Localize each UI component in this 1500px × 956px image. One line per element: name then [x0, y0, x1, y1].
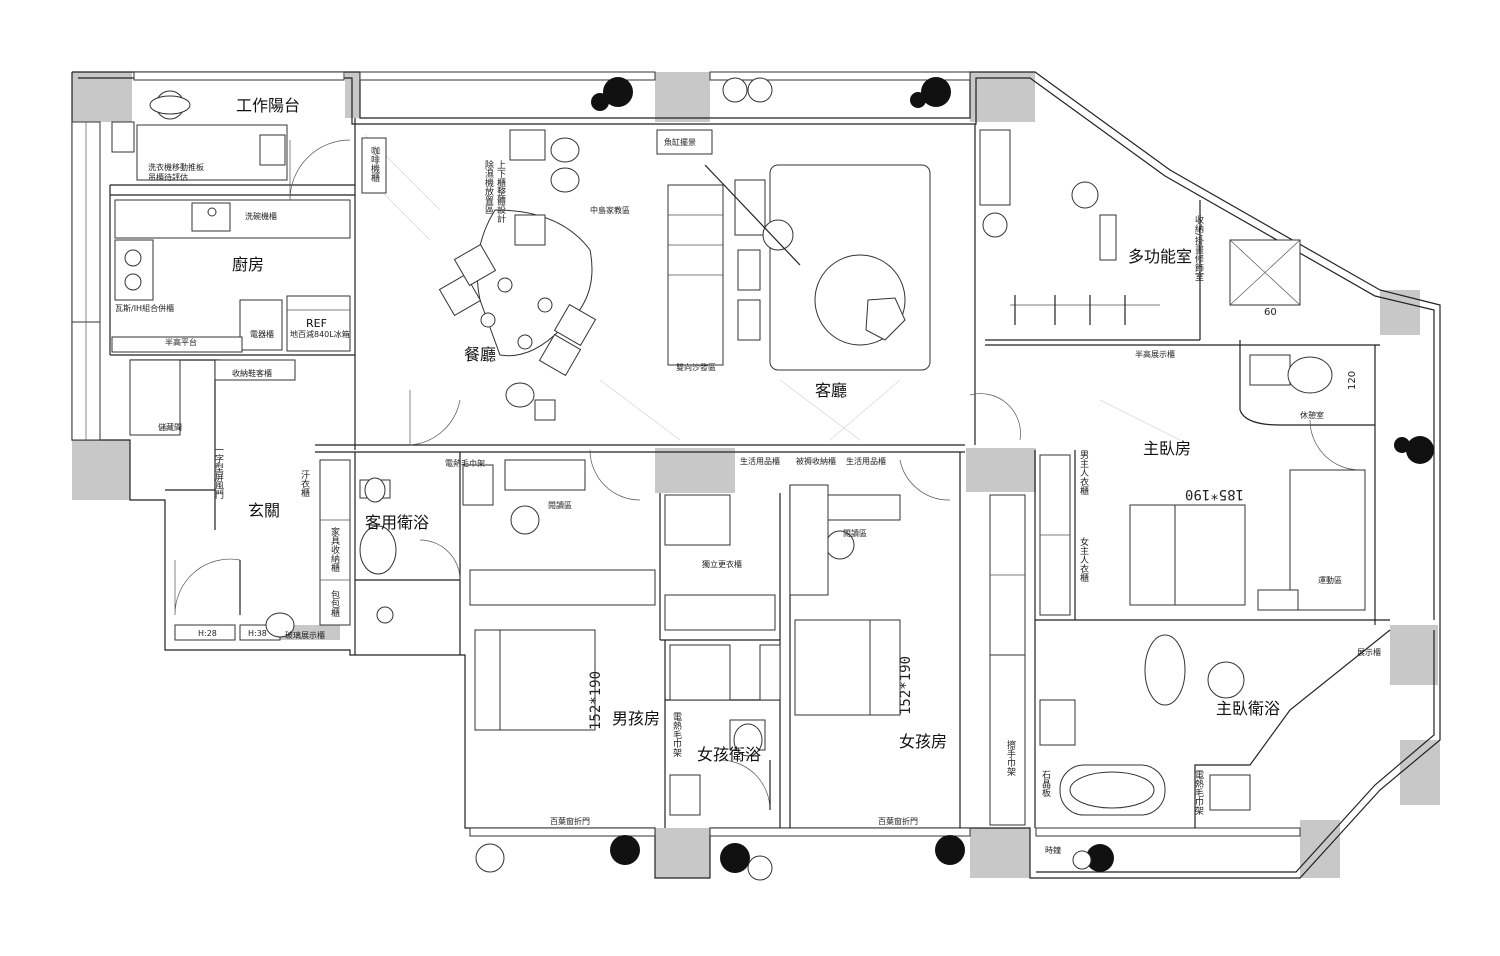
kitchen-furniture [111, 199, 351, 353]
label-hand-wash: 擦手巾架 [1005, 739, 1016, 777]
label-guest-coat: 汗衣櫃 [299, 469, 310, 498]
room-label-dining: 餐廳 [464, 345, 496, 364]
label-stove: 瓦斯/IH組合併櫃 [115, 303, 174, 313]
girl-room-furniture [789, 484, 1026, 826]
label-bed-boy: 152*190 [588, 671, 604, 730]
room-label-entrance: 玄關 [248, 501, 280, 520]
label-storage-room: 儲藏間 [158, 422, 182, 432]
room-label-multi-room: 多功能室 [1128, 247, 1192, 266]
label-shutter-door-2: 百葉窗折門 [878, 816, 918, 826]
label-daily-cabinet-1: 生活用品櫃 [740, 456, 780, 466]
room-label-guest-bath: 客用衛浴 [365, 513, 429, 532]
label-daily-cabinet-2: 生活用品櫃 [846, 456, 886, 466]
label-home-storage: 家具收納櫃 [329, 526, 340, 573]
label-h38: H:38 [248, 629, 267, 638]
floor-pattern [364, 134, 1181, 441]
label-storage-shoe-cabinet: 收納鞋客櫃 [232, 368, 272, 378]
label-dim-60: 60 [1264, 307, 1277, 318]
boy-room-furniture [469, 459, 776, 731]
balcony-furniture [111, 90, 288, 181]
label-half-display: 半高展示櫃 [1135, 349, 1175, 359]
label-towel-rack-2: 電熱毛巾架 [671, 712, 682, 758]
label-shutter-door-1: 百葉窗折門 [550, 816, 590, 826]
label-bag-cabinet: 包包櫃 [329, 589, 340, 618]
label-dishwasher: 洗碗機櫃 [245, 211, 277, 221]
label-walkin-closet: 獨立更衣櫃 [702, 559, 742, 569]
room-label-living: 客廳 [815, 381, 847, 400]
label-fish-tank: 魚缸擺景 [664, 137, 696, 147]
room-label-master-bath: 主臥衛浴 [1216, 699, 1280, 718]
label-bed-girl: 152*190 [898, 656, 914, 715]
room-label-work-balcony: 工作陽台 [236, 96, 300, 115]
door-swings [174, 139, 1361, 811]
living-furniture [656, 129, 931, 371]
label-exercise-area: 運動區 [1318, 576, 1342, 585]
left-windows [71, 121, 101, 441]
label-screen-door: 一字型屏風門 [213, 445, 224, 500]
label-stacked-cabinet: 上下櫃整體設計 [495, 160, 506, 224]
label-half-high-counter: 半高平台 [165, 337, 197, 347]
outer-walls [71, 71, 1441, 879]
label-towel-rack: 電熱毛巾架 [445, 458, 485, 468]
room-label-master-bedroom: 主臥房 [1143, 439, 1191, 458]
label-female-closet: 女主人衣櫃 [1078, 536, 1089, 583]
label-coffee-cabinet: 咖啡機櫃 [369, 145, 380, 183]
label-glass-display: 玻璃展示櫃 [285, 630, 325, 640]
label-island-display: 中島家教區 [590, 205, 630, 215]
room-label-boy-room: 男孩房 [612, 709, 660, 728]
dining-furniture [361, 129, 597, 421]
bath-fixtures [359, 464, 1251, 816]
label-dim-120: 120 [1347, 371, 1358, 390]
label-display-cabinet: 展示櫃 [1357, 647, 1381, 657]
room-label-girl-room: 女孩房 [899, 732, 947, 751]
label-sofa: 雙向沙發區 [676, 362, 716, 372]
label-appliance-cabinet: 電器櫃 [250, 329, 274, 339]
plants [475, 77, 1434, 881]
label-dehumidifier: 除濕機放置區 [483, 159, 494, 214]
label-reading-area-2: 閱讀區 [843, 528, 867, 538]
label-linen-cabinet: 被褥收納櫃 [796, 456, 836, 466]
room-label-kitchen: 廚房 [232, 255, 264, 274]
entrance-furniture [129, 359, 351, 641]
label-towel-rack-3: 電熱毛巾架 [1193, 770, 1204, 816]
label-fridge-note: 地百減840L冰箱 [290, 329, 350, 339]
label-clock: 時鐘 [1045, 845, 1061, 855]
room-label-girl-bath: 女孩衛浴 [697, 745, 761, 764]
label-fridge-ref: REF [306, 317, 327, 330]
master-bedroom-furniture [1039, 354, 1366, 616]
label-washer-note-2: 吊櫃待評估 [148, 172, 188, 182]
top-windows [133, 71, 1301, 837]
label-bed-master: 185*190 [1185, 486, 1244, 502]
label-reading-area: 閱讀區 [548, 500, 572, 510]
interior-walls [109, 118, 1391, 828]
label-h28: H:28 [198, 629, 217, 638]
multi-room-furniture [979, 129, 1301, 325]
label-stone-board: 石晶板 [1040, 770, 1051, 798]
label-washer-note-1: 洗衣機移動推板 [148, 162, 204, 172]
label-rest-room: 休憩室 [1300, 410, 1324, 420]
label-male-closet: 男主人衣櫃 [1078, 450, 1089, 496]
label-movable-shelf: 收納/掛畫修飾室 [1193, 214, 1204, 281]
